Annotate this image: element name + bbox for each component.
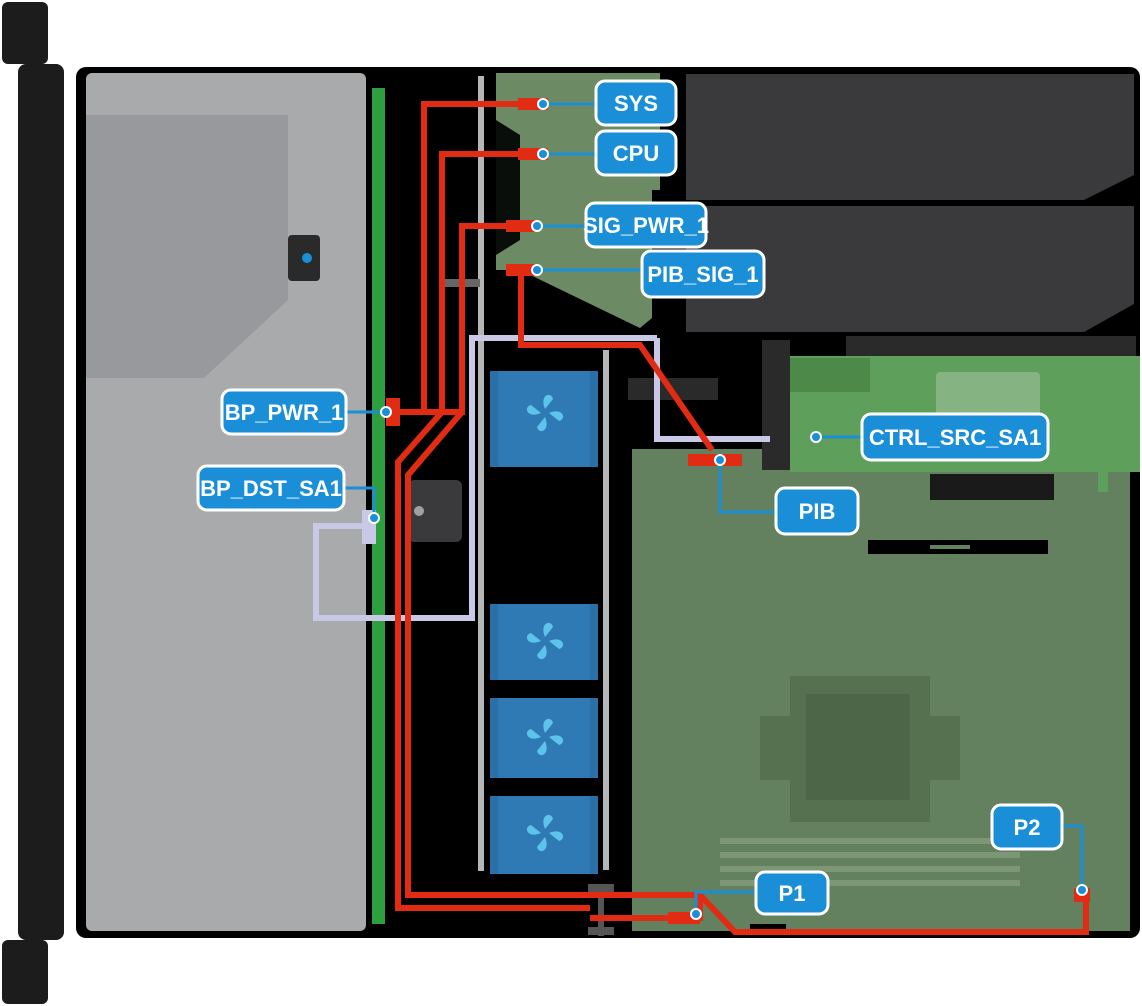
intrusion-switch [408,480,462,542]
callout-sys: SYS [594,79,678,127]
callout-ctrl-src-sa1: CTRL_SRC_SA1 [860,412,1050,462]
leader-lines [344,102,1084,914]
callout-p2: P2 [990,803,1064,851]
callout-bp-pwr-1: BP_PWR_1 [220,388,348,436]
callout-cpu: CPU [594,129,678,177]
callout-bp-dst-sa1-text: BP_DST_SA1 [200,476,342,501]
callout-pib-sig-1-text: PIB_SIG_1 [647,262,758,287]
callout-pib-text: PIB [799,499,836,524]
callout-pib-sig-1: PIB_SIG_1 [640,249,766,299]
power-supply-2 [686,206,1134,332]
fan-icon [526,622,564,660]
fan-4 [490,796,598,874]
fan-2 [490,604,598,680]
fan-icon [526,814,564,852]
callout-cpu-text: CPU [613,141,659,166]
fan-icon [526,718,564,756]
power-supply-1 [686,74,1134,200]
callout-sig-pwr-1-text: SIG_PWR_1 [583,213,709,238]
front-bezel [2,2,64,1004]
callout-ctrl-src-sa1-text: CTRL_SRC_SA1 [869,425,1041,450]
callout-p2-text: P2 [1014,815,1041,840]
callout-sys-text: SYS [614,91,658,116]
callout-bp-dst-sa1: BP_DST_SA1 [196,464,346,512]
fan-3 [490,698,598,778]
callout-p1-text: P1 [779,881,806,906]
callout-p1: P1 [754,870,830,916]
leader-dots [368,98,1088,920]
motherboard [628,378,1130,931]
backplane [372,88,385,924]
fan-icon [526,394,564,432]
callout-sig-pwr-1: SIG_PWR_1 [583,201,709,249]
callout-pib: PIB [774,486,860,536]
callout-bp-pwr-1-text: BP_PWR_1 [225,400,344,425]
